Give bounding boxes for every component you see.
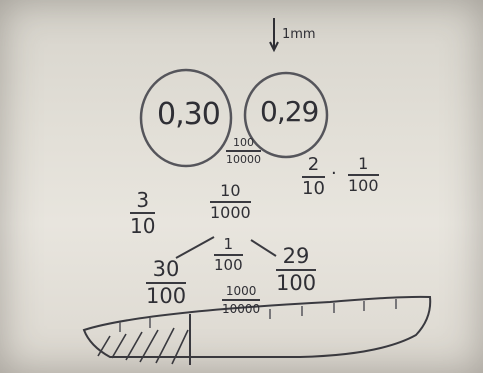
- fraction-bar: [222, 299, 261, 301]
- hatched-area: [97, 327, 189, 365]
- fraction-numerator: 1000: [225, 284, 257, 298]
- fraction-bar: [214, 254, 243, 256]
- fraction-denominator: 10: [302, 178, 325, 199]
- connector-left: [175, 236, 215, 259]
- circle-value-left: 0,30: [157, 97, 221, 132]
- fraction-small-top: 100 10000: [226, 137, 261, 165]
- circle-value-right: 0,29: [260, 95, 319, 128]
- fraction-numerator: 100: [233, 136, 254, 149]
- fraction-bar: [130, 212, 156, 214]
- fraction-bar: [276, 269, 317, 271]
- fraction-denominator: 100: [214, 256, 243, 274]
- fraction-bar: [302, 176, 325, 178]
- fraction-denominator: 10: [130, 214, 156, 238]
- top-arrow-head: [269, 41, 279, 53]
- ruler-shape: [82, 295, 432, 358]
- fraction-numerator: 1: [358, 154, 369, 173]
- top-note: 1mm: [282, 27, 316, 42]
- fraction-denominator: 100: [146, 284, 187, 308]
- fraction-numerator: 1: [223, 235, 234, 253]
- fraction-numerator: 10: [220, 181, 241, 200]
- fraction-bar: [146, 282, 187, 284]
- right-circle: [243, 71, 329, 159]
- left-circle: [139, 68, 233, 168]
- fraction-numerator: 29: [282, 244, 310, 268]
- fraction-operator: ·: [331, 163, 337, 184]
- fraction-bottom-mid: 1 100: [214, 237, 243, 273]
- ruler-ticks: [119, 299, 397, 332]
- fraction-denominator: 10000: [226, 153, 261, 166]
- fraction-denominator: 100: [348, 176, 379, 195]
- fraction-numerator: 2: [307, 154, 320, 175]
- fraction-numerator: 3: [136, 188, 150, 212]
- connector-right: [250, 239, 277, 257]
- fraction-center: 10 1000: [210, 183, 251, 221]
- fraction-denominator: 1000: [210, 203, 251, 222]
- fraction-bottom-small: 1000 10000: [222, 284, 261, 316]
- fraction-numerator: 30: [152, 257, 180, 281]
- fraction-denominator: 10000: [222, 302, 261, 316]
- fraction-bar: [348, 174, 379, 176]
- fraction-right-b: 1 100: [348, 156, 379, 194]
- fraction-bar: [226, 150, 261, 152]
- fraction-bar: [210, 201, 251, 203]
- fraction-denominator: 100: [276, 271, 317, 295]
- fraction-bottom-left: 30 100: [146, 257, 187, 308]
- fraction-left: 3 10: [130, 188, 156, 238]
- fraction-right-a: 2 10: [302, 156, 325, 198]
- fraction-bottom-right: 29 100: [276, 244, 317, 295]
